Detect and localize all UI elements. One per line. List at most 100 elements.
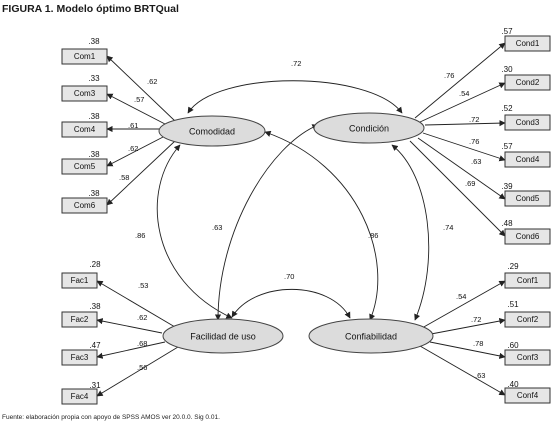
loading-conf4: .63 — [475, 371, 485, 380]
indicator-com5: Com5 .38 — [61, 150, 108, 175]
factor-label-condicion: Condición — [349, 123, 389, 133]
indicator-com1: Com1 .38 — [61, 37, 108, 65]
indicator-label: Com4 — [74, 125, 96, 134]
loading-com3: .57 — [134, 95, 144, 104]
r2-value: .38 — [88, 112, 100, 121]
r2-value: .38 — [89, 302, 101, 311]
path-com5 — [106, 135, 166, 167]
indicator-label: Conf3 — [517, 353, 539, 362]
path-cond3 — [424, 119, 506, 127]
indicator-label: Fac4 — [71, 392, 89, 401]
r2-value: .33 — [88, 74, 100, 83]
factor-label-confiabilidad: Confiabilidad — [345, 331, 397, 341]
r2-value: .48 — [501, 219, 513, 228]
source-note: Fuente: elaboración propia con apoyo de … — [2, 414, 220, 421]
r2-value: .38 — [88, 189, 100, 198]
loading-com1: .62 — [147, 77, 157, 86]
indicator-cond1: Cond1 .57 — [501, 27, 551, 52]
path-com3 — [106, 93, 166, 125]
indicator-label: Cond2 — [516, 78, 540, 87]
path-fac2 — [96, 318, 163, 334]
loading-com5: .62 — [128, 144, 138, 153]
indicator-cond3: Cond3 .52 — [501, 104, 551, 131]
indicator-label: Conf2 — [517, 315, 539, 324]
path-fac4 — [96, 346, 179, 397]
indicator-label: Com1 — [74, 52, 96, 61]
loading-conf2: .72 — [471, 315, 481, 324]
loading-conf3: .78 — [473, 339, 483, 348]
path-conf2 — [430, 317, 506, 335]
factor-facilidad: Facilidad de uso — [162, 318, 284, 354]
factor-label-facilidad: Facilidad de uso — [190, 331, 256, 341]
path-cond4 — [422, 132, 506, 162]
indicator-cond4: Cond4 .57 — [501, 142, 551, 168]
indicator-label: Fac1 — [71, 276, 89, 285]
indicator-label: Fac3 — [71, 353, 89, 362]
indicator-label: Cond3 — [516, 118, 540, 127]
factor-confiabilidad: Confiabilidad — [308, 318, 434, 354]
corr-label-comodidad-condicion: .72 — [291, 59, 301, 68]
indicator-cond6: Cond6 .48 — [501, 219, 551, 245]
r2-value: .60 — [507, 341, 519, 350]
r2-value: .28 — [89, 260, 101, 269]
path-com6 — [106, 140, 176, 206]
indicator-label: Cond4 — [516, 155, 540, 164]
r2-value: .52 — [501, 104, 513, 113]
loading-cond4: .76 — [469, 137, 479, 146]
corr-label-condicion-confiabilidad: .74 — [443, 223, 453, 232]
path-conf3 — [429, 341, 506, 359]
indicator-label: Conf1 — [517, 276, 539, 285]
indicator-cond2: Cond2 .30 — [501, 65, 551, 91]
indicator-fac1: Fac1 .28 — [61, 260, 101, 289]
path-fac3 — [96, 341, 166, 359]
indicator-conf3: Conf3 .60 — [504, 341, 551, 366]
indicator-label: Cond1 — [516, 39, 540, 48]
loading-fac4: .56 — [137, 363, 147, 372]
corr-comodidad-condicion — [187, 80, 403, 114]
factor-comodidad: Comodidad — [158, 115, 266, 147]
loading-fac3: .68 — [137, 339, 147, 348]
indicator-label: Com6 — [74, 201, 96, 210]
loading-com6: .58 — [119, 173, 129, 182]
indicator-fac2: Fac2 .38 — [61, 302, 101, 328]
indicator-label: Cond6 — [516, 232, 540, 241]
r2-value: .29 — [507, 262, 519, 271]
path-com1 — [106, 55, 176, 122]
path-cond5 — [417, 137, 506, 200]
r2-value: .47 — [89, 341, 101, 350]
path-cond1 — [414, 42, 506, 119]
indicator-label: Com3 — [74, 89, 96, 98]
corr-comodidad-confiabilidad — [264, 130, 379, 321]
r2-value: .38 — [88, 150, 100, 159]
indicator-conf2: Conf2 .51 — [504, 300, 551, 328]
r2-value: .38 — [88, 37, 100, 46]
indicator-com3: Com3 .33 — [61, 74, 108, 102]
r2-value: .57 — [501, 142, 513, 151]
factor-label-comodidad: Comodidad — [189, 126, 235, 136]
path-fac1 — [96, 280, 176, 328]
r2-value: .31 — [89, 381, 101, 390]
indicator-label: Fac2 — [71, 315, 89, 324]
indicator-com6: Com6 .38 — [61, 189, 108, 214]
indicator-com4: Com4 .38 — [61, 112, 108, 138]
indicator-label: Conf4 — [517, 391, 539, 400]
indicator-conf4: Conf4 .40 — [504, 380, 551, 404]
loading-cond1: .76 — [444, 71, 454, 80]
path-conf4 — [419, 345, 506, 396]
indicator-label: Cond5 — [516, 194, 540, 203]
indicator-conf1: Conf1 .29 — [504, 262, 551, 289]
path-cond6 — [409, 140, 506, 237]
indicator-cond5: Cond5 .39 — [501, 182, 551, 207]
r2-value: .57 — [501, 27, 513, 36]
r2-value: .39 — [501, 182, 513, 191]
r2-value: .51 — [507, 300, 519, 309]
path-conf1 — [421, 280, 506, 329]
figure-title: FIGURA 1. Modelo óptimo BRTQual — [2, 3, 179, 15]
loading-cond5: .63 — [471, 157, 481, 166]
indicator-fac3: Fac3 .47 — [61, 341, 101, 366]
loading-cond6: .69 — [465, 179, 475, 188]
corr-label-comodidad-confiabilidad: .86 — [368, 231, 378, 240]
r2-value: .30 — [501, 65, 513, 74]
loading-cond2: .54 — [459, 89, 469, 98]
